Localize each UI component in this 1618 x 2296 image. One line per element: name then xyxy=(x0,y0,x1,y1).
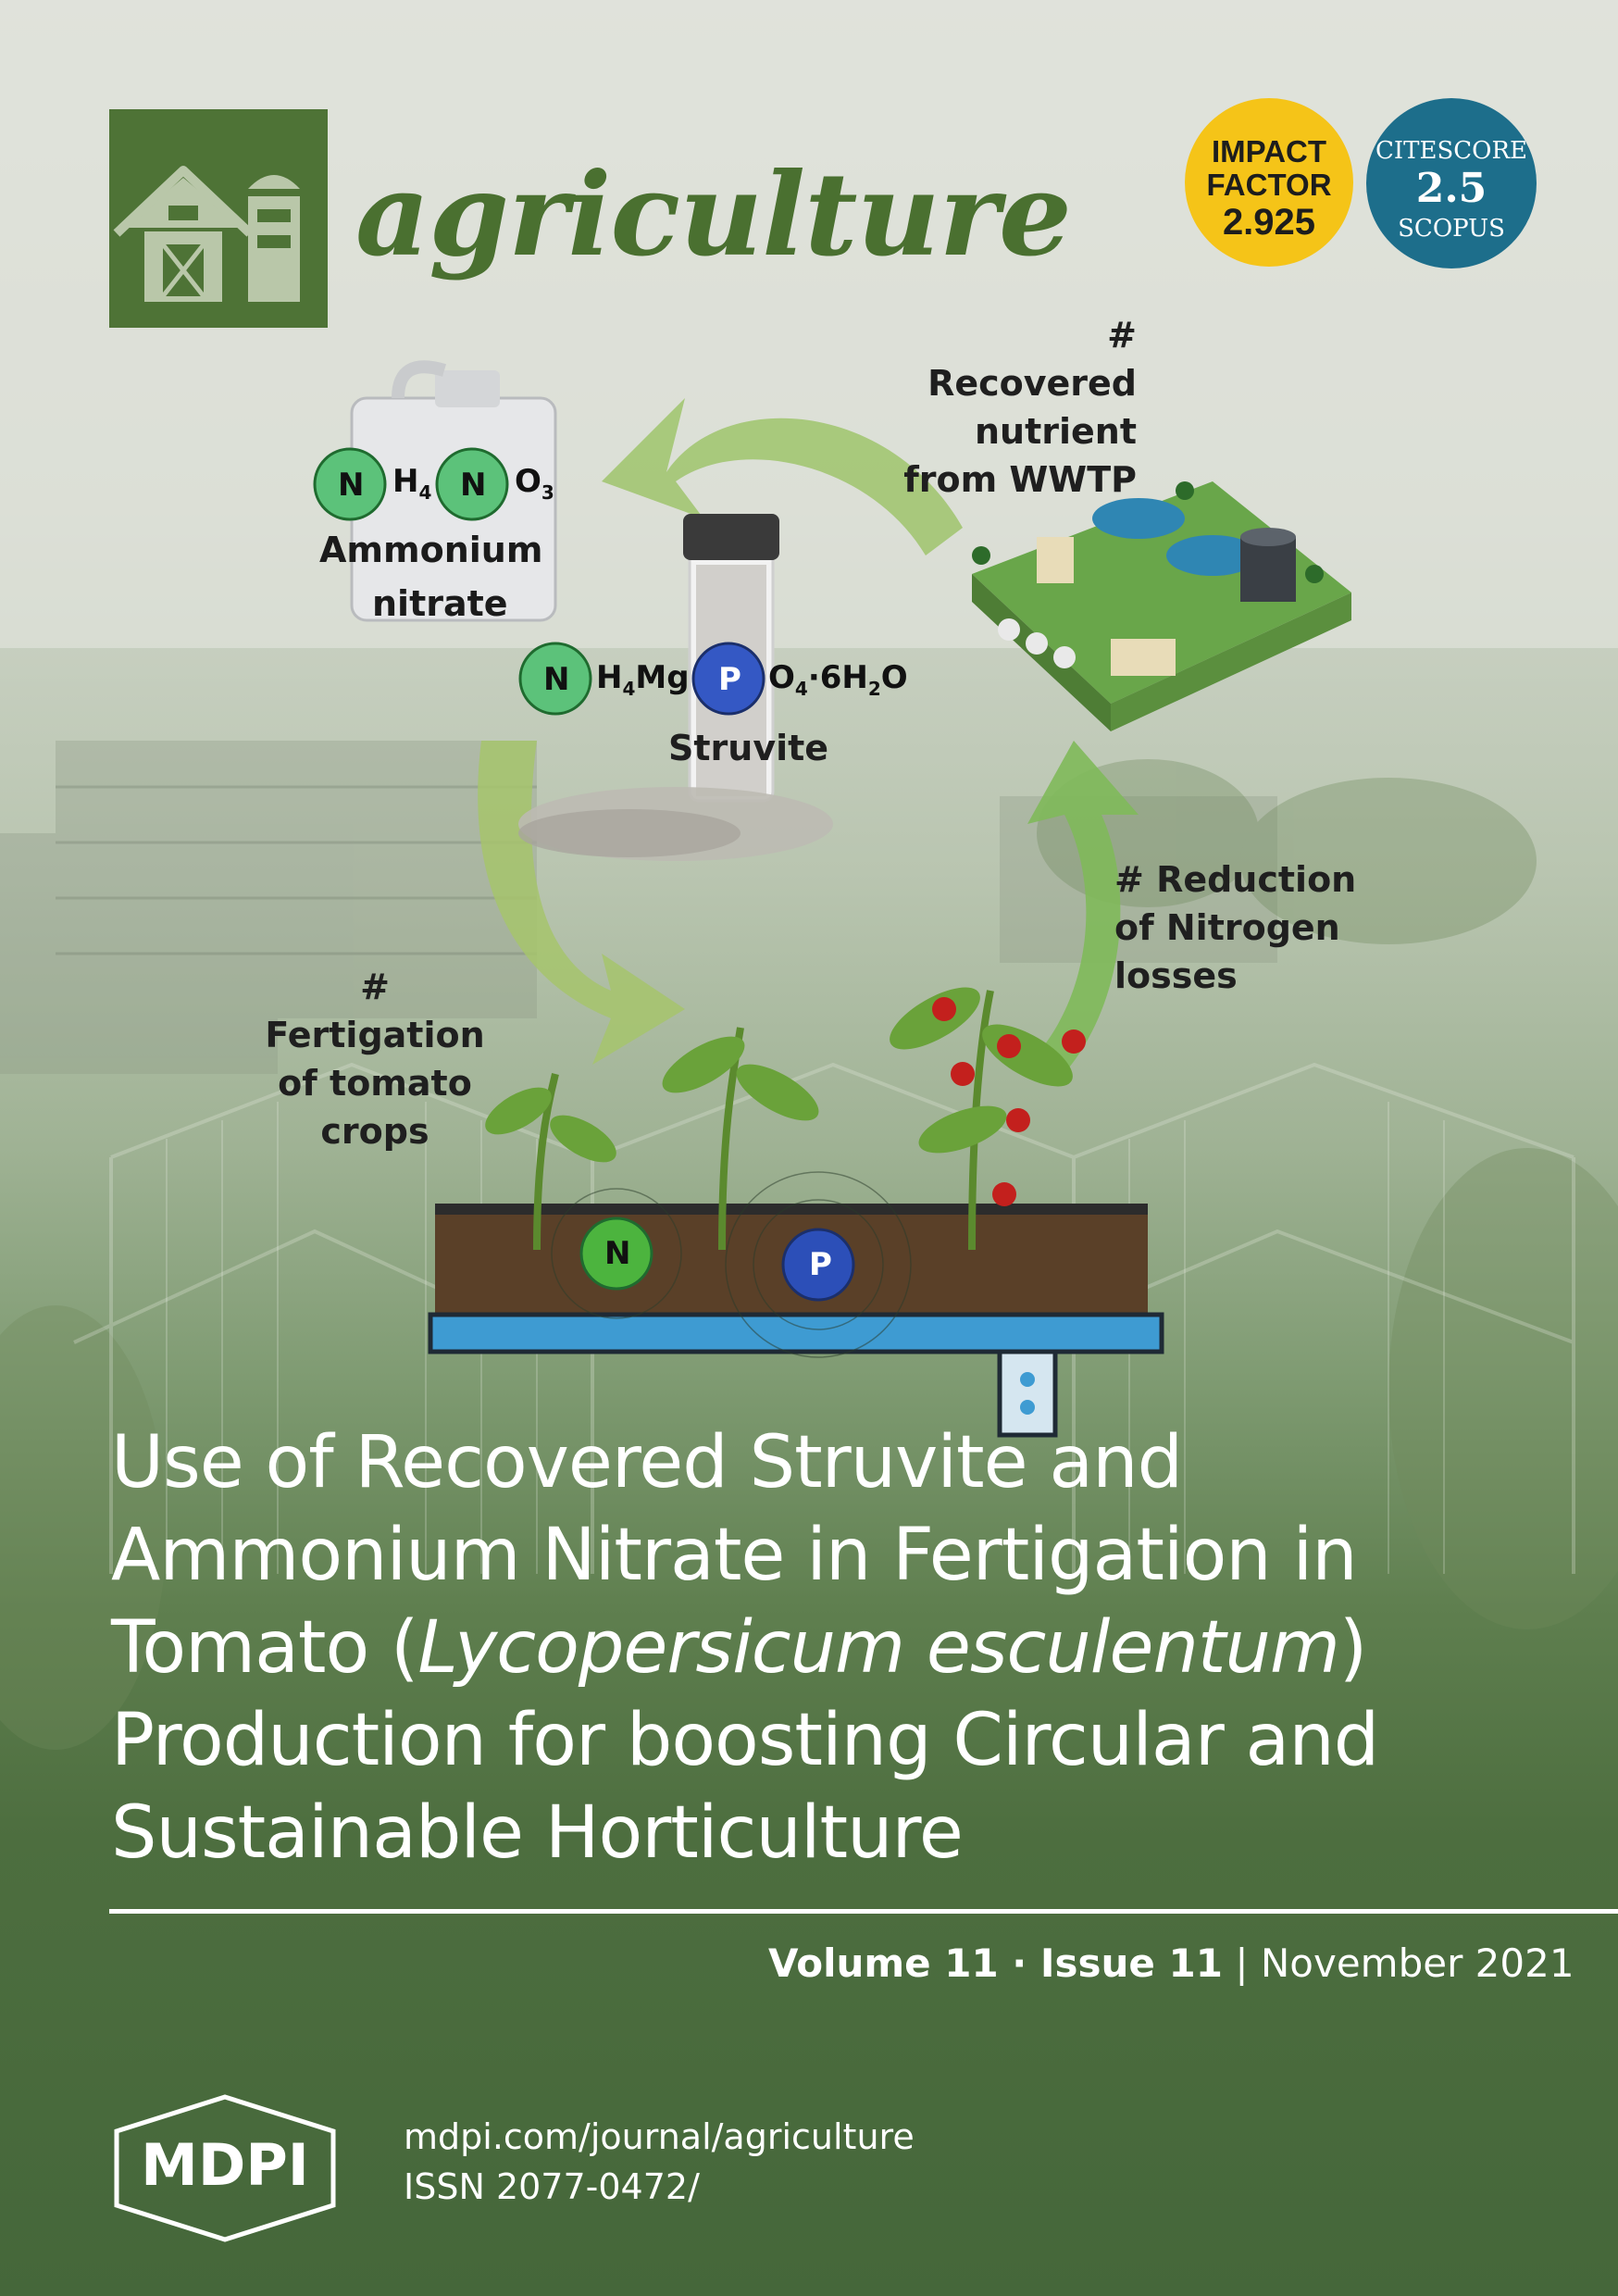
issn: ISSN 2077-0472/ xyxy=(404,2166,700,2207)
journal-title: agriculture xyxy=(355,148,1072,282)
arrow-to-wwtp-icon xyxy=(1027,741,1139,1083)
issue-date: November 2021 xyxy=(1260,1940,1574,1986)
wastewater-plant-icon xyxy=(972,481,1351,731)
impact-factor-label-line2: FACTOR xyxy=(1206,168,1332,202)
struvite-name: Struvite xyxy=(668,728,829,768)
issue-info: Volume 11 · Issue 11 | November 2021 xyxy=(768,1940,1574,1986)
ammonium-nitrate-name-line1: Ammonium xyxy=(319,530,543,570)
ammonium-n-label: N xyxy=(338,467,365,504)
title-line-2: Ammonium Nitrate in Fertigation in xyxy=(111,1514,1358,1597)
issue-number: Issue 11 xyxy=(1039,1940,1223,1986)
ammonium-n2-atom-icon xyxy=(435,447,509,521)
volume: Volume 11 xyxy=(768,1940,999,1986)
struvite-n-label: N xyxy=(543,661,570,698)
fertigation-label: # Fertigation of tomato crops xyxy=(265,967,485,1152)
mdpi-logo-text: MDPI xyxy=(141,2131,309,2199)
title-line-3: Tomato (Lycopersicum esculentum) xyxy=(111,1606,1367,1690)
barn-silo-icon xyxy=(113,166,300,302)
ammonium-n-atom-icon xyxy=(313,447,387,521)
soil-n-atom-icon xyxy=(579,1217,653,1291)
ammonium-o-label: O3 xyxy=(515,463,554,504)
citescore-value: 2.5 xyxy=(1415,165,1487,212)
impact-factor-value: 2.925 xyxy=(1222,202,1316,243)
title-line-4: Production for boosting Circular and xyxy=(111,1699,1379,1782)
journal-url[interactable]: mdpi.com/journal/agriculture xyxy=(404,2116,915,2157)
ammonium-nitrate-name-line2: nitrate xyxy=(372,583,508,624)
journal-logo xyxy=(109,109,328,328)
struvite-o-label: O4·6H2O xyxy=(768,659,908,700)
struvite-h-mg-label: H4Mg xyxy=(596,659,690,700)
impact-factor-badge: IMPACT FACTOR 2.925 xyxy=(1185,98,1353,267)
ammonium-n2-label: N xyxy=(460,467,487,504)
soil-p-label: P xyxy=(809,1246,832,1283)
graphical-abstract-illustration xyxy=(313,360,1351,1438)
title-line-5: Sustainable Horticulture xyxy=(111,1791,964,1875)
citescore-source: SCOPUS xyxy=(1398,215,1505,243)
struvite-n-atom-icon xyxy=(518,642,592,716)
impact-factor-label-line1: IMPACT xyxy=(1211,134,1327,168)
hexagon-outline-icon xyxy=(114,2094,336,2242)
title-line-1: Use of Recovered Struvite and xyxy=(111,1421,1183,1504)
citescore-badge: CITESCORE 2.5 SCOPUS xyxy=(1366,98,1537,268)
arrow-to-ammonium-icon xyxy=(602,398,963,555)
mdpi-logo: MDPI xyxy=(114,2094,336,2242)
soil-n-label: N xyxy=(604,1235,631,1272)
citescore-label: CITESCORE xyxy=(1375,137,1528,165)
article-title: Use of Recovered Struvite and Ammonium N… xyxy=(111,1416,1574,1879)
title-species: Lycopersicum esculentum xyxy=(417,1606,1339,1690)
title-divider xyxy=(109,1909,1618,1914)
recovered-label: # Recovered nutrient from WWTP xyxy=(903,315,1137,500)
struvite-p-label: P xyxy=(718,661,741,698)
struvite-p-atom-icon xyxy=(691,642,765,716)
reduction-label: # Reduction of Nitrogen losses xyxy=(1114,859,1357,996)
ammonium-h-label: H4 xyxy=(392,463,432,504)
tomatoes-icon xyxy=(932,997,1086,1206)
soil-p-atom-icon xyxy=(781,1228,855,1302)
